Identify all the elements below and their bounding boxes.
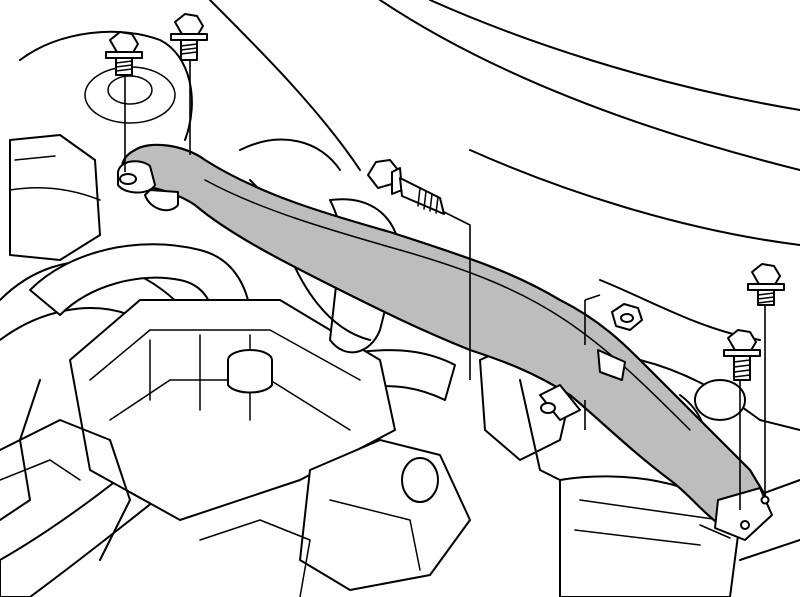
nut (611, 303, 643, 331)
bolt-flange (170, 33, 208, 41)
lower-engine-left (0, 419, 131, 561)
bolt-head (751, 263, 781, 287)
lower-center-component (299, 439, 471, 591)
bolt-thread (757, 292, 775, 304)
bolt-shank (399, 177, 445, 215)
right-strut-mount (694, 379, 746, 421)
bolt-thread (115, 60, 133, 72)
lower-center-detail (329, 499, 421, 571)
bolt-head (109, 31, 139, 55)
bolt-thread (417, 187, 439, 214)
bolt-left-inner (170, 13, 208, 61)
lower-bracket (199, 519, 311, 597)
right-lower-line-2 (739, 539, 800, 561)
lower-engine-detail (0, 459, 81, 481)
reservoir-seam (9, 186, 101, 201)
center-hose-loop (239, 138, 341, 171)
reservoir-left (9, 134, 101, 261)
nut-hole (620, 313, 634, 323)
lower-pulley (401, 457, 439, 503)
bolt-thread (180, 43, 198, 55)
strut-tower-outline (209, 0, 361, 171)
guide-nut-top (584, 294, 601, 301)
brace-right-hole (740, 520, 750, 530)
brace-left-hole (119, 173, 137, 185)
bolt-flange (105, 51, 143, 59)
valve-cover-ridge (89, 329, 361, 381)
brace-right-hole-2 (760, 495, 770, 505)
front-strut-brace (117, 143, 773, 541)
brace-bar (121, 143, 767, 532)
bolt-head (174, 13, 204, 37)
battery-line-1 (579, 499, 721, 521)
brace-center-hole (540, 402, 556, 414)
brace-left-bushing (144, 189, 179, 212)
left-bracket (0, 379, 41, 521)
brace-center-tab (597, 349, 626, 381)
hood-edge-line (379, 0, 800, 171)
alignment-guides (124, 60, 766, 510)
fender-line (429, 0, 800, 111)
battery-line-2 (574, 529, 701, 546)
oil-cap-body (227, 360, 273, 394)
cowl-line (469, 149, 800, 246)
bolt-flange (747, 283, 785, 291)
center-bolt (367, 159, 445, 215)
strut-tower-left (19, 30, 193, 141)
reservoir-cap-line (14, 155, 56, 161)
brace-right-foot (714, 487, 773, 541)
bolt-right-upper (747, 263, 785, 306)
bolt-right-lower (723, 329, 761, 381)
right-edge-line (759, 419, 800, 431)
valve-cover-ridge-2 (109, 379, 351, 431)
brace-right-hatch (699, 524, 731, 539)
bolt-left-outer (105, 31, 143, 76)
strut-mount-inner (107, 75, 153, 105)
right-cowl-detail (639, 359, 761, 421)
bolt-thread (733, 359, 751, 378)
bolt-flange (723, 349, 761, 357)
guide-center-bolt (439, 209, 471, 380)
